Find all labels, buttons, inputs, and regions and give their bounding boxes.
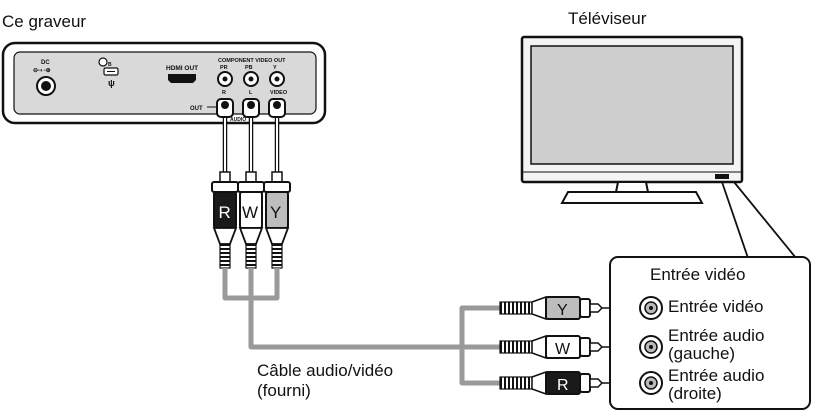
video-input-panel xyxy=(609,256,811,410)
dc-label: DC xyxy=(41,60,50,66)
plug-w-h-label: W xyxy=(555,341,571,358)
l-label: L xyxy=(249,90,253,96)
svg-text:B: B xyxy=(108,62,112,68)
hdmi-port xyxy=(168,74,196,83)
television xyxy=(520,35,744,204)
upper-cables xyxy=(222,105,280,178)
usb-port: B xyxy=(98,57,119,76)
plug-y-horizontal xyxy=(499,295,630,321)
audio-video-out-jacks xyxy=(216,98,286,118)
plug-r-h-label: R xyxy=(557,377,569,394)
dc-polarity-symbol: ⊖-◐-⊕ xyxy=(33,68,51,74)
video-input-panel-title: Entrée vidéo xyxy=(650,265,745,284)
plug-w-horizontal xyxy=(499,334,630,360)
audio-left-input-jack xyxy=(639,335,663,359)
pr-label: PR xyxy=(220,65,228,71)
callout-lines xyxy=(721,181,797,259)
dc-jack xyxy=(36,76,56,96)
audio-right-input-jack xyxy=(639,371,663,395)
hdmi-out-label: HDMI OUT xyxy=(166,65,198,72)
audio-left-label-line1: Entrée audio xyxy=(668,326,764,345)
plug-r-label: R xyxy=(219,203,231,222)
recorder-back-panel: DC ⊖-◐-⊕ B ψ HDMI OUT COMPONENT VIDEO OU… xyxy=(1,41,327,125)
video-label: VIDEO xyxy=(270,90,288,96)
plug-y-vertical xyxy=(263,171,291,269)
video-input-jack xyxy=(639,296,663,320)
plug-y-label: Y xyxy=(270,203,281,222)
cable-caption-line2: (fourni) xyxy=(257,381,311,400)
plug-w xyxy=(237,171,265,269)
plug-r-horizontal xyxy=(499,370,630,396)
r-label: R xyxy=(222,90,226,96)
y-label: Y xyxy=(273,65,277,71)
pb-label: PB xyxy=(245,65,253,71)
video-input-label: Entrée vidéo xyxy=(668,297,763,316)
audio-label: AUDIO xyxy=(230,117,246,123)
recorder-title: Ce graveur xyxy=(2,12,86,31)
av-cable xyxy=(222,268,533,386)
audio-right-label-line2: (droite) xyxy=(668,384,722,403)
component-jacks xyxy=(217,71,285,87)
plug-w-label: W xyxy=(242,203,258,222)
audio-left-label-line2: (gauche) xyxy=(668,344,735,363)
component-video-out-label: COMPONENT VIDEO OUT xyxy=(218,58,286,64)
tv-title: Téléviseur xyxy=(568,9,647,28)
audio-right-label-line1: Entrée audio xyxy=(668,366,764,385)
plug-r xyxy=(211,171,239,269)
cable-caption-line1: Câble audio/vidéo xyxy=(257,361,393,380)
out-label: OUT xyxy=(190,106,203,112)
plug-y-h-label: Y xyxy=(557,302,568,319)
usb-icon: ψ xyxy=(108,78,115,88)
